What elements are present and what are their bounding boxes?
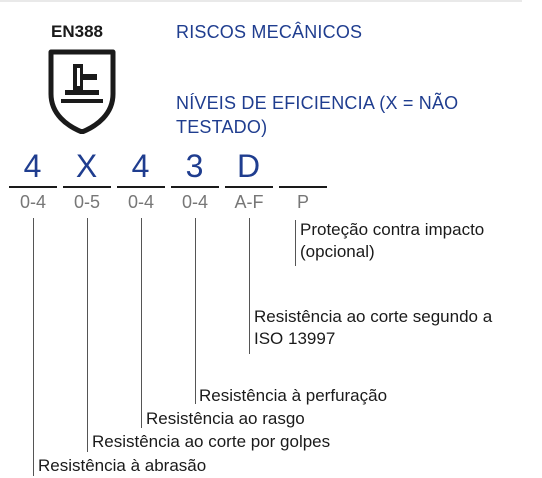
leader-line-abrasion (33, 218, 34, 476)
range-tear: 0-4 (127, 192, 154, 212)
level-underline (171, 186, 219, 188)
range-abrasion: 0-4 (19, 192, 46, 212)
level-underline (9, 186, 57, 188)
level-underline (279, 186, 327, 188)
level-underline (63, 186, 111, 188)
leader-line-cut-iso (249, 218, 250, 354)
desc-puncture: Resistência à perfuração (199, 386, 388, 405)
level-underline (225, 186, 273, 188)
leader-line-impact (295, 220, 296, 266)
level-blade-cut: X (75, 148, 99, 184)
range-puncture: 0-4 (181, 192, 208, 212)
desc-impact: Proteção contra impacto (opcional) (300, 220, 485, 261)
level-abrasion: 4 (23, 148, 43, 184)
section-title: RISCOS MECÂNICOS (176, 22, 363, 42)
leader-line-puncture (195, 218, 196, 404)
leader-line-blade-cut (87, 218, 88, 452)
range-impact: P (296, 192, 309, 212)
desc-cut-iso: Resistência ao corte segundo a ISO 13997 (254, 307, 493, 348)
levels-subtitle: NÍVEIS DE EFICIENCIA (X = NÃO TESTADO) (176, 93, 459, 137)
desc-abrasion: Resistência à abrasão (38, 456, 207, 475)
level-puncture: 3 (185, 148, 205, 184)
level-underline (117, 186, 165, 188)
shield-glove-icon (48, 49, 116, 134)
level-cut-iso: D (236, 148, 262, 184)
range-blade-cut: 0-5 (73, 192, 100, 212)
leader-line-tear (141, 218, 142, 428)
desc-blade-cut: Resistência ao corte por golpes (92, 432, 331, 451)
top-divider (0, 0, 522, 2)
level-tear: 4 (131, 148, 151, 184)
range-cut-iso: A-F (234, 192, 264, 212)
standard-label: EN388 (51, 22, 103, 41)
desc-tear: Resistência ao rasgo (146, 409, 305, 428)
